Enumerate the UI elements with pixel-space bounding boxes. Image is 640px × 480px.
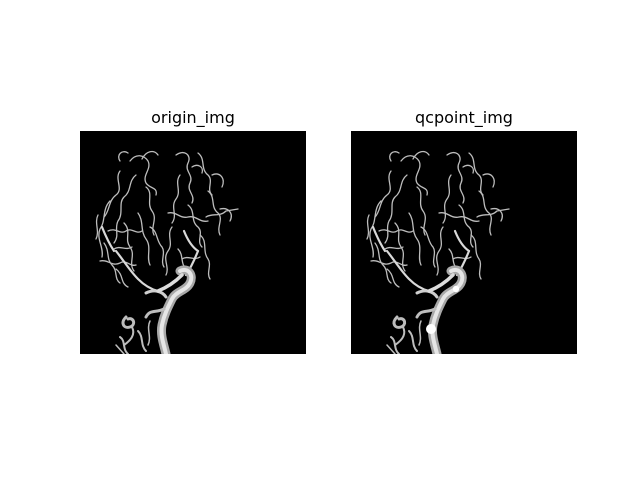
- qc-point-lower: [426, 324, 436, 334]
- panel-title-qcpoint: qcpoint_img: [415, 108, 513, 127]
- vessel-tree: [96, 152, 238, 354]
- qcpoint-image: [351, 131, 577, 354]
- vessel-image-with-points: [351, 131, 577, 354]
- origin-image: [80, 131, 306, 354]
- panel-title-origin: origin_img: [151, 108, 235, 127]
- vessel-tree: [367, 152, 509, 354]
- qc-point-upper: [452, 285, 460, 293]
- vessel-image: [80, 131, 306, 354]
